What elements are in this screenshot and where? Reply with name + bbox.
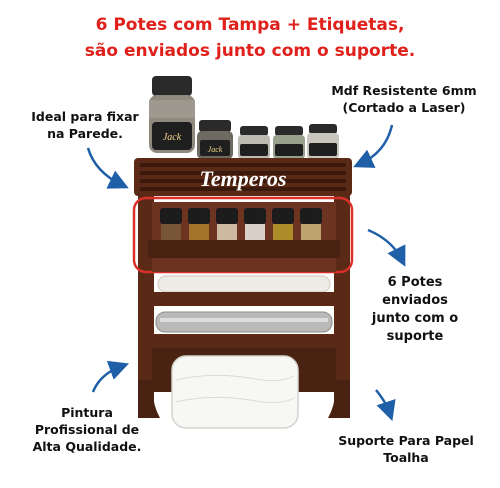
shelf-2: [152, 292, 336, 306]
left-side-panel: [138, 194, 154, 410]
arrow-mdf: [353, 124, 394, 168]
caption-pots-line-3: junto com o: [371, 311, 459, 326]
shelf-3: [152, 334, 336, 348]
paper-towel-roll: [171, 355, 299, 429]
small-spice-jar-3: [273, 126, 305, 159]
small-spice-jar-4: [307, 124, 339, 159]
headline-line-2: são enviados junto com o suporte.: [84, 41, 416, 61]
jar-brand-label: Jack: [208, 145, 223, 154]
caption-towel-line-1: Suporte Para Papel: [338, 433, 474, 448]
caption-mdf-line-2: (Cortado a Laser): [342, 100, 466, 115]
shelf-1: [152, 258, 336, 272]
caption-pots-line-4: suporte: [386, 329, 444, 344]
headline-line-1: 6 Potes com Tampa + Etiquetas,: [95, 15, 405, 35]
jar-shelf-front: [148, 240, 340, 258]
small-spice-jar-1: Jack: [197, 120, 233, 159]
rack-sign: Temperos: [199, 166, 286, 191]
top-rack: Temperos: [134, 158, 352, 196]
large-spice-jar: Jack: [149, 76, 195, 153]
arrow-paint: [91, 360, 130, 393]
arrow-towel: [375, 389, 396, 422]
caption-paint-line-1: Pintura: [61, 405, 113, 420]
caption-paint-line-2: Profissional de: [34, 422, 140, 437]
jar-brand-label: Jack: [163, 132, 182, 143]
caption-paint-line-3: Alta Qualidade.: [32, 439, 142, 454]
arrow-pots: [367, 228, 406, 267]
caption-mdf-line-1: Mdf Resistente 6mm: [331, 83, 477, 98]
caption-wall-mount-line-2: na Parede.: [47, 126, 123, 141]
left-foot: [138, 380, 160, 418]
arrow-wall-mount: [86, 147, 129, 189]
jar-row: [160, 208, 322, 240]
caption-pots-line-2: enviados: [382, 293, 448, 308]
caption-wall-mount-line-1: Ideal para fixar: [31, 109, 139, 124]
caption-pots-line-1: 6 Potes: [387, 275, 443, 290]
right-side-panel: [334, 194, 350, 410]
right-foot: [328, 380, 350, 418]
small-spice-jar-2: [238, 126, 270, 159]
parchment-roll: [157, 275, 331, 293]
caption-towel-line-2: Toalha: [383, 450, 429, 465]
